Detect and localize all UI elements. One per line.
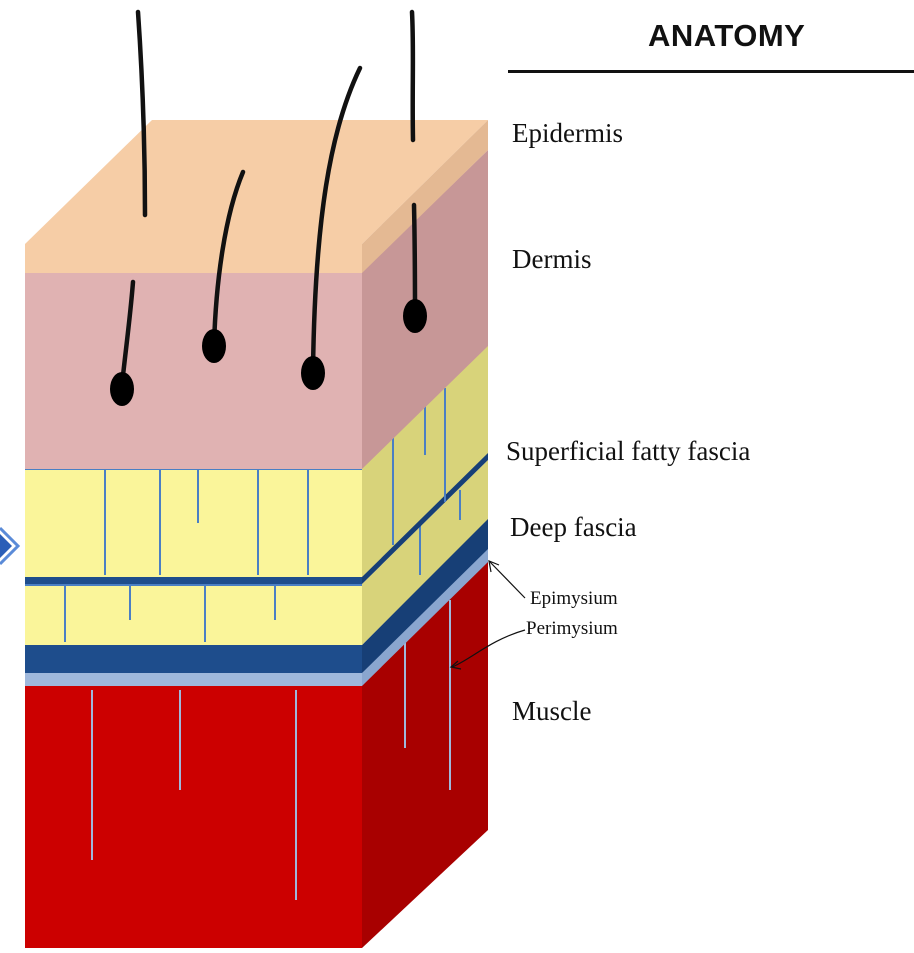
label-perimysium: Perimysium xyxy=(526,618,618,640)
chevron-right-icon[interactable] xyxy=(0,528,18,564)
title-underline xyxy=(508,70,914,73)
label-superficial-fatty-fascia: Superficial fatty fascia xyxy=(506,436,750,467)
muscle-front-face xyxy=(25,685,362,948)
epidermis-front-face xyxy=(25,244,362,273)
label-epimysium: Epimysium xyxy=(530,588,618,610)
label-deep-fascia: Deep fascia xyxy=(510,512,637,543)
epimysium-leader xyxy=(490,562,525,598)
label-muscle: Muscle xyxy=(512,696,591,727)
page-title: ANATOMY xyxy=(648,18,805,54)
label-dermis: Dermis xyxy=(512,244,591,275)
label-epidermis: Epidermis xyxy=(512,118,623,149)
